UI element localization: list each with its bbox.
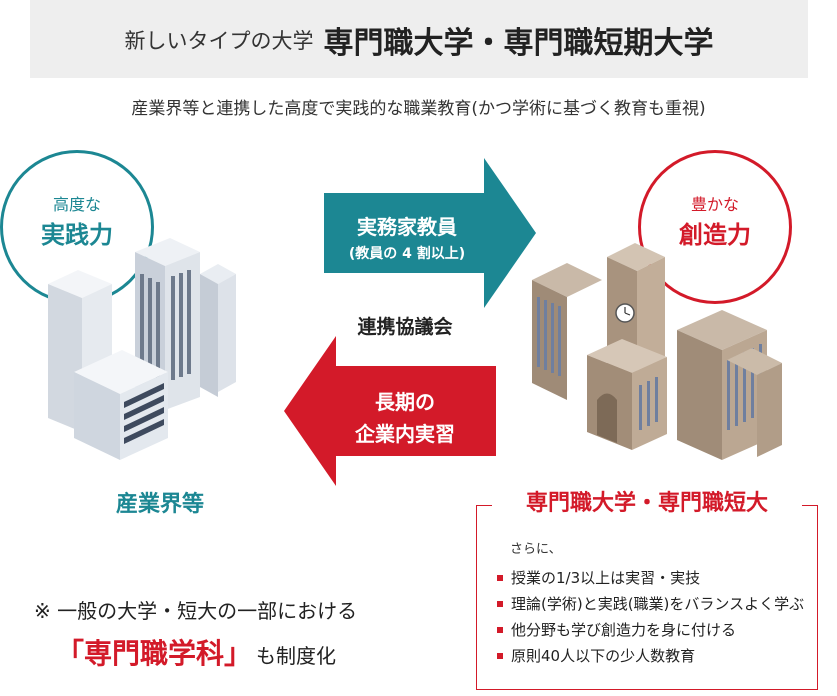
banner-text: 新しいタイプの大学専門職大学・専門職短期大学	[30, 18, 808, 62]
feature-text: 原則40人以下の少人数教育	[511, 647, 696, 665]
note-line1: ※ 一般の大学・短大の一部における	[34, 599, 358, 623]
internship-label-line1: 長期の	[375, 390, 435, 414]
arrow-right	[324, 158, 536, 308]
practical-skill-big: 実践力	[41, 221, 113, 249]
bullet-icon	[497, 575, 503, 581]
bullet-icon	[497, 653, 503, 659]
professional-department-highlight: 「専門職学科」	[56, 637, 253, 670]
council-label: 連携協議会	[357, 316, 453, 338]
list-item: 原則40人以下の少人数教育	[497, 646, 804, 672]
industry-label: 産業界等	[115, 492, 204, 517]
creativity-big: 創造力	[679, 221, 751, 249]
practitioner-faculty-label: 実務家教員	[357, 215, 457, 239]
arrows-graphic	[284, 158, 536, 486]
office-buildings-image	[48, 238, 236, 460]
list-item: 理論(学術)と実践(職業)をバランスよく学ぶ	[497, 594, 804, 620]
note-rest: も制度化	[256, 644, 337, 668]
feature-text: 理論(学術)と実践(職業)をバランスよく学ぶ	[511, 595, 805, 613]
university-building-image	[532, 243, 782, 460]
note-line2: 「専門職学科」も制度化	[56, 632, 336, 672]
moreover-text: さらに、	[510, 542, 562, 557]
feature-text: 授業の1/3以上は実習・実技	[511, 569, 701, 587]
banner-title: 専門職大学・専門職短期大学	[323, 26, 714, 61]
title-banner: 新しいタイプの大学専門職大学・専門職短期大学	[30, 0, 808, 78]
feature-list: 授業の1/3以上は実習・実技 理論(学術)と実践(職業)をバランスよく学ぶ 他分…	[497, 568, 804, 672]
arrow-left	[284, 336, 496, 486]
practical-skill-small: 高度な	[52, 195, 101, 214]
university-title: 専門職大学・専門職短大	[492, 485, 802, 517]
banner-prefix: 新しいタイプの大学	[124, 29, 314, 53]
bullet-icon	[497, 601, 503, 607]
subtitle: 産業界等と連携した高度で実践的な職業教育(かつ学術に基づく教育も重視)	[131, 99, 706, 119]
list-item: 授業の1/3以上は実習・実技	[497, 568, 804, 594]
feature-text: 他分野も学び創造力を身に付ける	[511, 621, 737, 639]
creativity-small: 豊かな	[690, 195, 739, 214]
internship-label-line2: 企業内実習	[355, 422, 455, 446]
list-item: 他分野も学び創造力を身に付ける	[497, 620, 804, 646]
bullet-icon	[497, 627, 503, 633]
practitioner-faculty-sub: (教員の 4 割以上)	[348, 246, 466, 262]
